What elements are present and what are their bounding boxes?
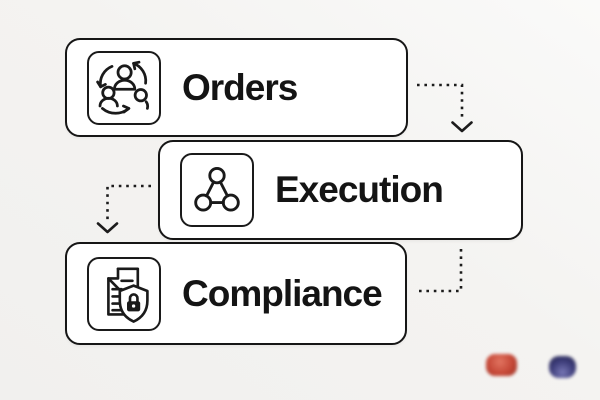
node-orders: Orders	[65, 38, 408, 137]
document-shield-lock-icon	[107, 266, 149, 323]
node-execution-label: Execution	[275, 169, 444, 210]
arrowhead-down-icon	[451, 121, 473, 133]
team-cycle-icon	[96, 60, 150, 115]
team-cycle-icon-frame	[87, 50, 161, 125]
node-execution: Execution	[158, 140, 523, 240]
document-shield-lock-icon-frame	[87, 256, 161, 331]
arrowhead-down-icon	[96, 222, 119, 234]
node-orders-label: Orders	[182, 66, 298, 108]
blue-blurred-logo	[549, 356, 576, 378]
connector-orders-to-execution	[417, 83, 473, 133]
network-triangle-icon	[194, 166, 240, 212]
node-compliance: Compliance	[65, 242, 407, 345]
connector-execution-to-compliance-left	[96, 184, 151, 234]
red-blurred-logo	[486, 354, 517, 376]
node-compliance-label: Compliance	[182, 272, 383, 314]
connector-execution-to-compliance-right	[416, 249, 463, 293]
network-triangle-icon-frame	[180, 153, 254, 227]
